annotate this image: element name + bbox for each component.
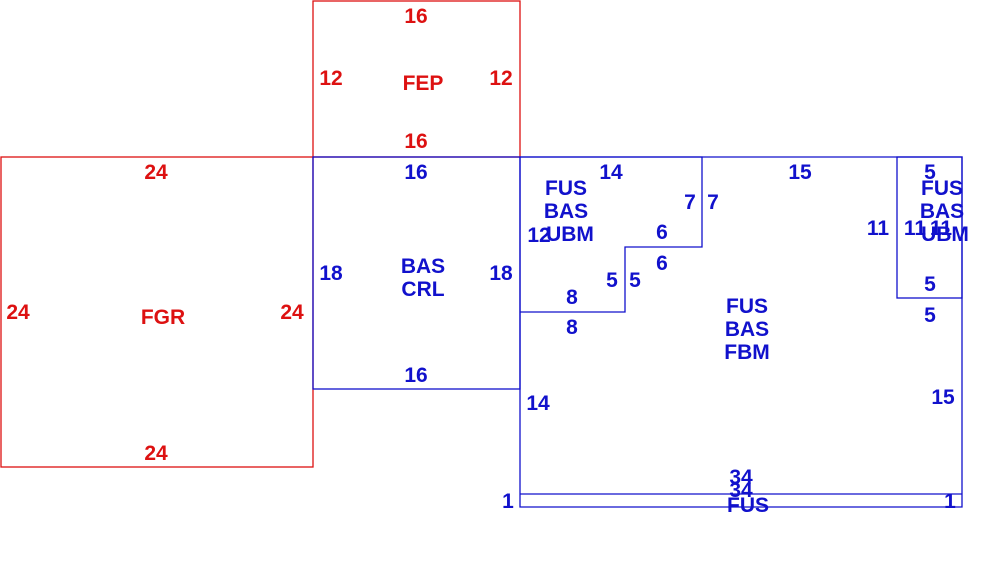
bas-crl-bottom-dim: 16 (404, 364, 427, 387)
ubm-right-label-line1: FUS (921, 177, 963, 200)
fbm-step-v-dim: 7 (707, 191, 719, 214)
fus-strip-label: FUS (727, 494, 769, 517)
area-bas-crl[interactable]: 16 16 18 18 BAS CRL (312, 156, 521, 390)
fep-bottom-dim: 16 (404, 130, 427, 153)
ubm-left-top-dim: 14 (599, 161, 623, 184)
ubm-left-label-line3: UBM (546, 223, 594, 246)
fep-left-dim: 12 (319, 67, 342, 90)
ubm-right-outline (896, 156, 963, 299)
ubm-right-label-line3: UBM (921, 223, 969, 246)
fbm-right-lower-dim: 15 (931, 386, 955, 409)
fbm-bottom-step-dim: 8 (566, 316, 578, 339)
ubm-right-bottom-dim: 5 (924, 273, 936, 296)
bas-crl-label-line2: CRL (401, 278, 444, 301)
fbm-step-v2-dim: 5 (629, 269, 641, 292)
fus-strip-right-dim: 1 (944, 490, 956, 513)
fgr-right-dim: 24 (280, 301, 304, 324)
fgr-bottom-dim: 24 (144, 442, 168, 465)
ubm-left-right-dim: 7 (684, 191, 696, 214)
area-ubm-right[interactable]: 5 5 11 11 FUS BAS UBM (896, 156, 969, 299)
ubm-left-label-line2: BAS (544, 200, 588, 223)
area-fus-strip[interactable]: 34 1 1 FUS (502, 479, 962, 517)
ubm-right-left-dim: 11 (904, 217, 927, 240)
bas-crl-right-dim: 18 (489, 262, 513, 285)
fbm-notch-dim: 5 (924, 304, 936, 327)
ubm-right-label-line2: BAS (920, 200, 964, 223)
fbm-outline (519, 156, 963, 508)
fus-strip-top-dim: 34 (729, 479, 753, 502)
area-fep[interactable]: 16 16 12 12 FEP (312, 0, 521, 158)
ubm-left-outline (520, 156, 703, 313)
fbm-top-dim: 15 (788, 161, 812, 184)
fbm-label-line2: BAS (725, 318, 769, 341)
fbm-step-h-dim: 6 (656, 252, 668, 275)
bas-crl-top-dim: 16 (404, 161, 427, 184)
fbm-label-line3: FBM (724, 341, 770, 364)
fgr-left-dim: 24 (6, 301, 30, 324)
fgr-label: FGR (141, 306, 185, 329)
fus-strip-left-dim: 1 (502, 490, 514, 513)
fbm-left-dim: 14 (526, 392, 550, 415)
fgr-top-dim: 24 (144, 161, 168, 184)
fbm-bottom-dim: 34 (729, 466, 753, 489)
bas-crl-label-line1: BAS (401, 255, 445, 278)
area-fbm[interactable]: 15 7 6 5 8 14 11 5 15 34 FUS BAS FBM (519, 156, 963, 508)
ubm-left-label-line1: FUS (545, 177, 587, 200)
fbm-right-upper-dim: 11 (867, 217, 890, 240)
fbm-label-line1: FUS (726, 295, 768, 318)
bas-crl-left-dim: 18 (319, 262, 343, 285)
fep-label: FEP (403, 72, 444, 95)
ubm-left-bottom-dim: 8 (566, 286, 578, 309)
fep-top-dim: 16 (404, 5, 427, 28)
ubm-right-right-dim: 11 (930, 217, 953, 240)
area-ubm-left[interactable]: 14 12 7 6 5 8 FUS BAS UBM (520, 156, 703, 313)
ubm-left-step-h-dim: 6 (656, 221, 668, 244)
ubm-right-top-dim: 5 (924, 161, 936, 184)
fep-right-dim: 12 (489, 67, 512, 90)
ubm-left-step-v-dim: 5 (606, 269, 618, 292)
ubm-left-left-dim: 12 (527, 224, 550, 247)
area-fgr[interactable]: 24 24 24 24 FGR (0, 156, 314, 468)
